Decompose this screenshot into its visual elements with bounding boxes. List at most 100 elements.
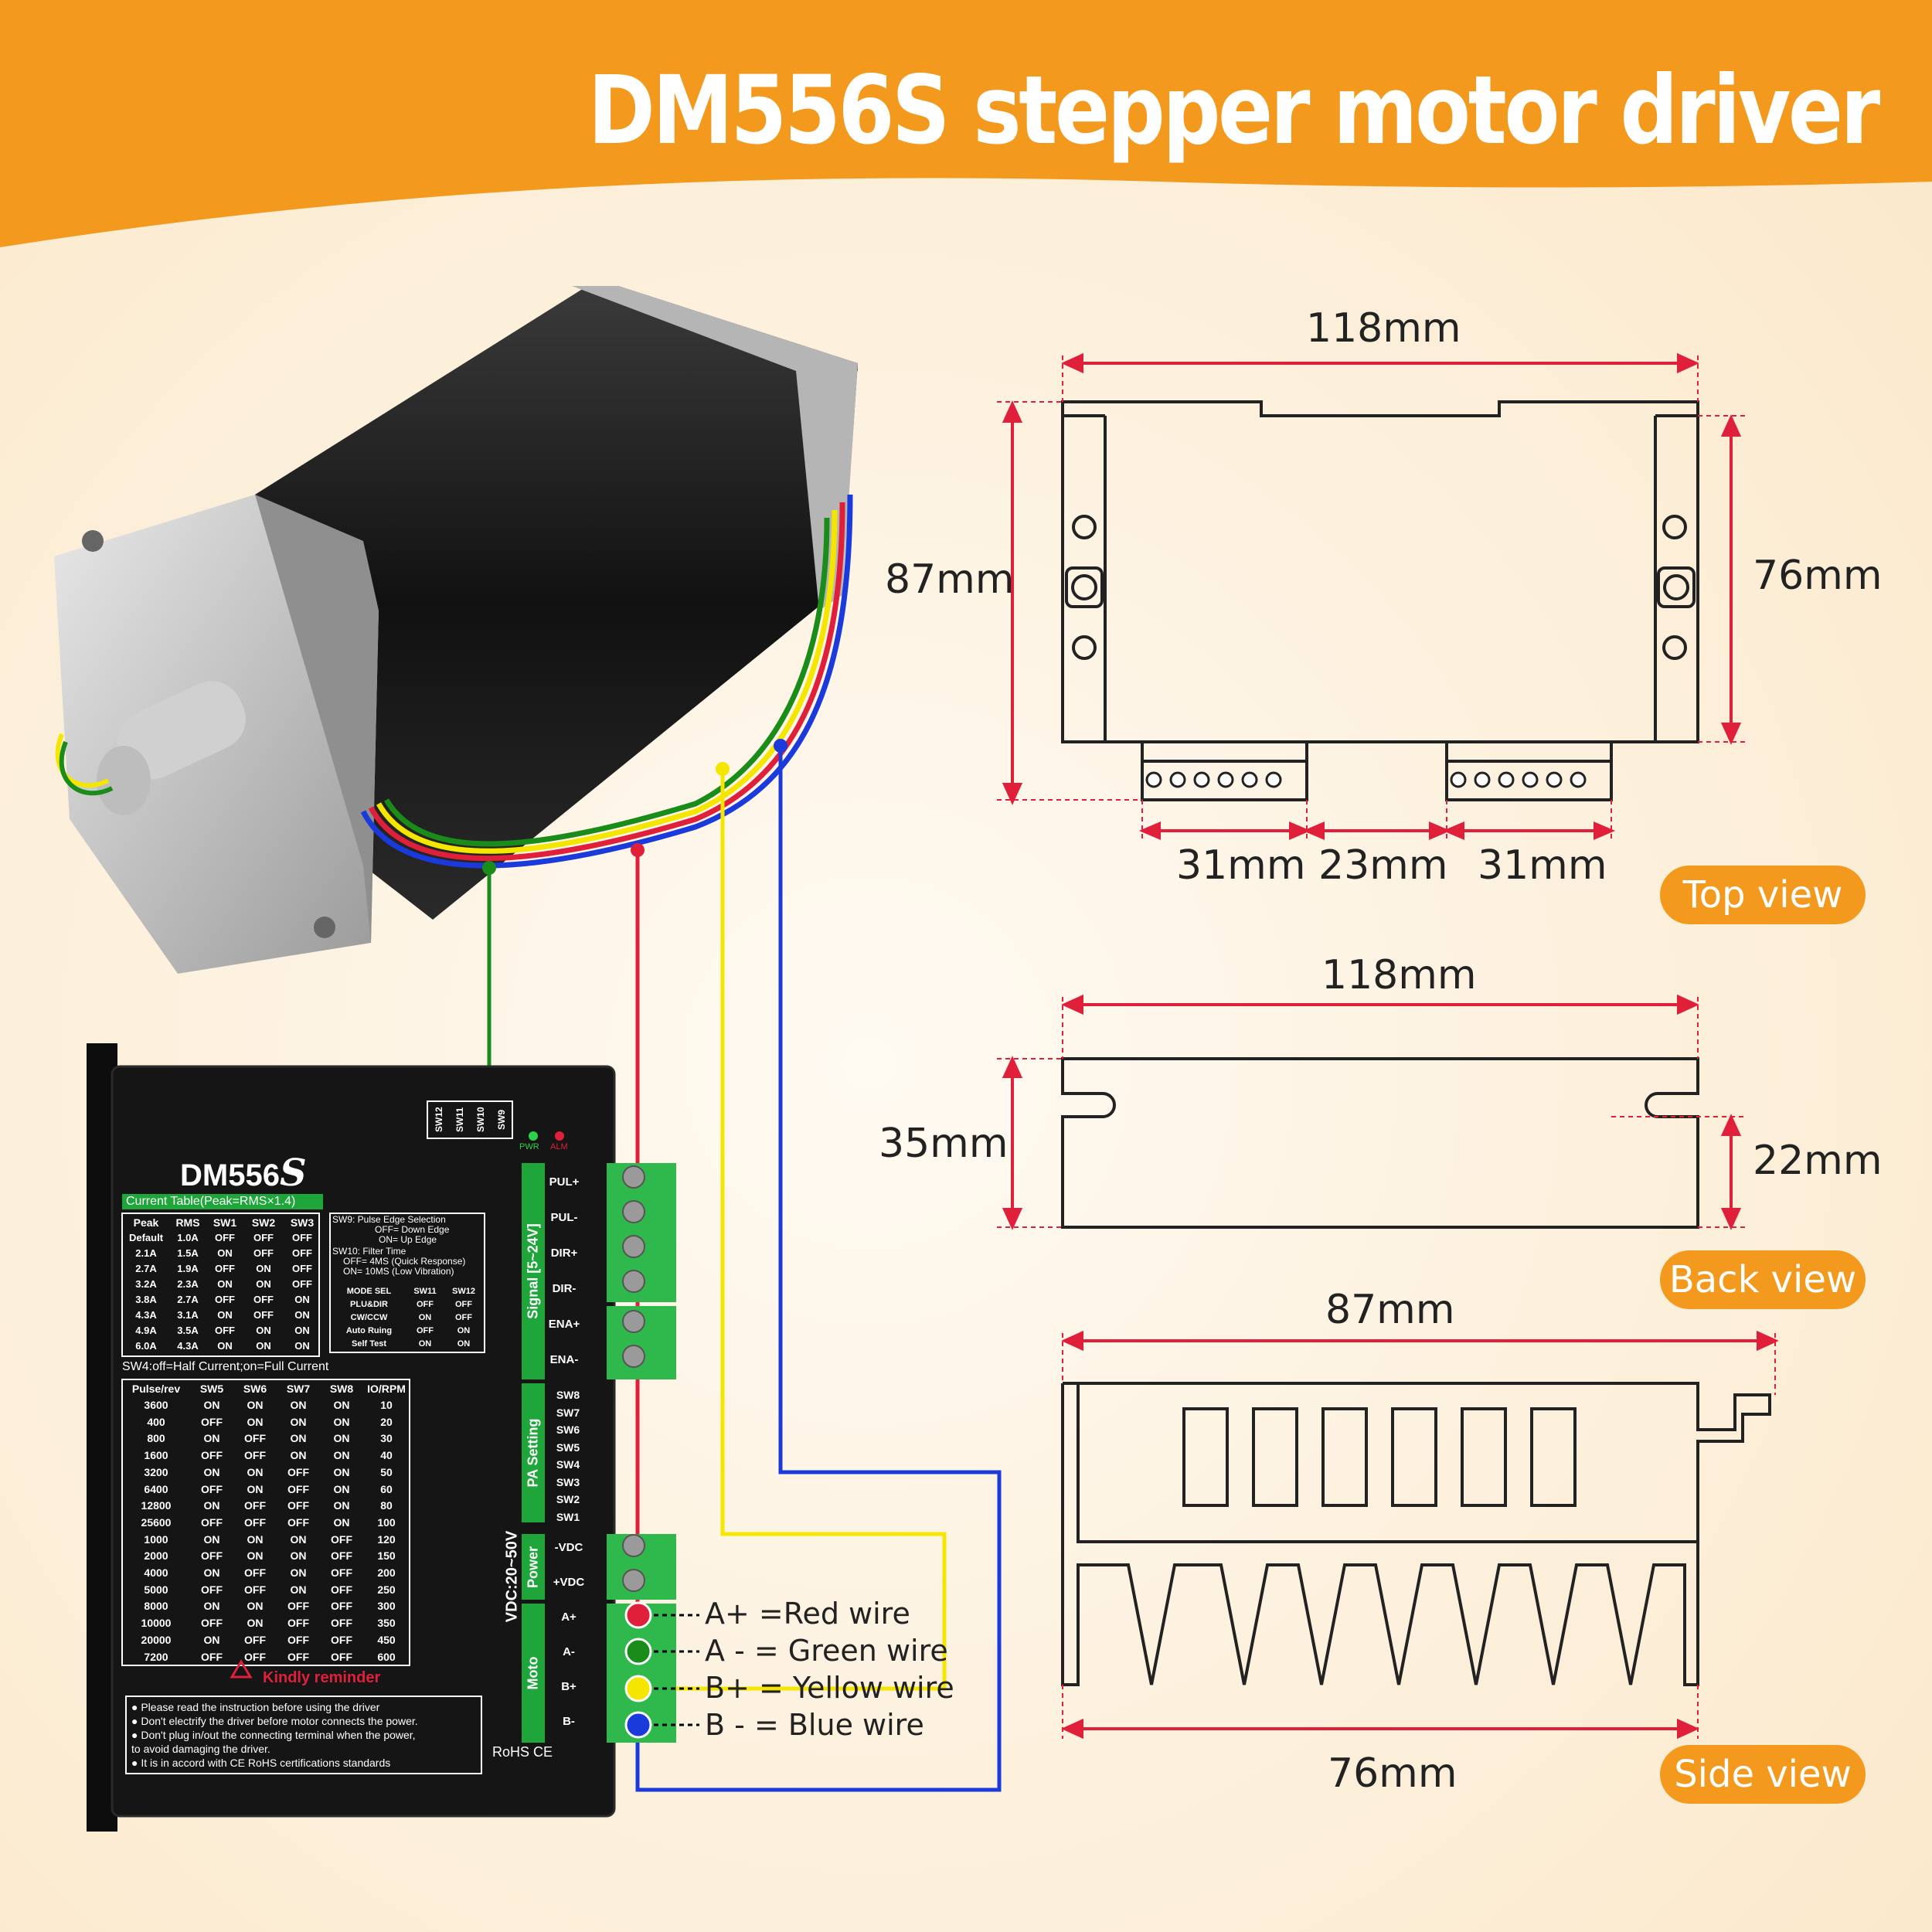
table-cell: ON <box>247 1532 264 1546</box>
table-cell: RMS <box>175 1216 200 1229</box>
table-cell: OFF <box>201 1650 223 1663</box>
table-cell: 2.7A <box>177 1294 199 1305</box>
table-cell: ON <box>333 1515 350 1529</box>
wire-label-b-minus: B - = Blue wire <box>705 1708 924 1742</box>
table-cell: ON <box>256 1263 271 1274</box>
table-cell: 400 <box>147 1415 165 1428</box>
table-cell: OFF <box>287 1499 309 1512</box>
table-cell: OFF <box>253 1309 274 1321</box>
table-cell: OFF <box>215 1325 235 1336</box>
table-cell: OFF <box>417 1326 434 1335</box>
table-cell: OFF <box>244 1432 266 1445</box>
table-cell: OFF <box>244 1633 266 1646</box>
table-cell: B+ <box>561 1680 577 1693</box>
table-cell: OFF <box>331 1549 352 1563</box>
table-cell: OFF <box>244 1515 266 1529</box>
table-cell: OFF <box>287 1633 309 1646</box>
stepper-motor-image <box>54 286 858 974</box>
table-cell: 100 <box>377 1515 396 1529</box>
table-cell: SW1 <box>213 1216 237 1229</box>
table-cell: OFF <box>287 1650 309 1663</box>
table-cell: 1.9A <box>177 1263 199 1274</box>
table-cell: Default <box>128 1232 164 1243</box>
table-cell: OFF <box>244 1499 266 1512</box>
top-view-badge: Top view <box>1660 866 1866 924</box>
table-cell: ON <box>418 1313 432 1322</box>
table-cell: 8000 <box>144 1600 168 1613</box>
table-cell: 6400 <box>144 1482 168 1495</box>
table-cell: ON <box>217 1247 233 1259</box>
table-cell: ON <box>256 1325 271 1336</box>
table-cell: OFF <box>253 1294 274 1305</box>
table-cell: PUL+ <box>549 1175 580 1189</box>
table-cell: 10000 <box>141 1617 172 1630</box>
table-cell: OFF <box>253 1247 274 1259</box>
table-cell: OFF <box>201 1449 223 1462</box>
top-view-inner-height-label: 76mm <box>1753 553 1883 599</box>
table-cell: 4.9A <box>135 1325 157 1336</box>
table-cell: OFF <box>287 1617 309 1630</box>
side-view-dimension-lines <box>1061 1330 1779 1740</box>
table-cell: SW6 <box>243 1383 267 1395</box>
back-view-badge: Back view <box>1660 1250 1866 1309</box>
table-cell: Self Test <box>351 1339 387 1349</box>
table-cell: DIR- <box>552 1282 577 1295</box>
table-cell: OFF <box>331 1617 352 1630</box>
table-cell: 3.2A <box>135 1278 157 1290</box>
page-title: DM556S stepper motor driver <box>587 56 1881 165</box>
table-cell: SW4 <box>556 1458 580 1471</box>
table-cell: 10 <box>380 1399 393 1411</box>
table-cell: ON <box>203 1499 220 1512</box>
table-cell: OFF <box>292 1232 312 1243</box>
table-cell: ON <box>217 1309 233 1321</box>
table-cell: ON <box>333 1432 350 1445</box>
wire-label-a-plus: A+ =Red wire <box>705 1597 910 1631</box>
back-view-slot-label: 22mm <box>1753 1138 1883 1184</box>
table-cell: 50 <box>380 1465 393 1478</box>
table-cell: SW11 <box>454 1107 465 1133</box>
table-cell: 60 <box>380 1482 393 1495</box>
back-view-height-label: 35mm <box>879 1121 1009 1167</box>
table-cell: Pulse/rev <box>131 1383 181 1395</box>
table-cell: OFF <box>287 1600 309 1613</box>
table-cell: 3.8A <box>135 1294 157 1305</box>
table-cell: SW3 <box>556 1475 580 1488</box>
table-cell: 5000 <box>144 1583 168 1596</box>
table-cell: ON <box>290 1566 307 1579</box>
table-cell: ON <box>256 1278 271 1290</box>
table-cell: OFF <box>292 1263 312 1274</box>
side-view-top-width-label: 87mm <box>1325 1287 1455 1333</box>
reminder-text: ● Please read the instruction before usi… <box>131 1701 418 1769</box>
power-label: Power <box>525 1546 541 1589</box>
table-cell: 20 <box>380 1415 393 1428</box>
table-cell: OFF <box>201 1415 223 1428</box>
table-cell: 600 <box>377 1650 396 1663</box>
top-view-height-label: 87mm <box>885 556 1015 603</box>
table-cell: OFF <box>244 1583 266 1596</box>
pa-setting-label: PA Setting <box>525 1418 541 1488</box>
table-cell: +VDC <box>553 1576 585 1589</box>
table-cell: 1000 <box>144 1532 168 1546</box>
reminder-title: Kindly reminder <box>263 1669 381 1686</box>
table-cell: 6.0A <box>135 1340 157 1352</box>
table-cell: SW6 <box>556 1423 580 1436</box>
table-cell: 20000 <box>141 1633 172 1646</box>
table-cell: SW3 <box>290 1216 315 1229</box>
table-cell: OFF <box>215 1294 235 1305</box>
table-cell: 350 <box>377 1617 396 1630</box>
table-cell: ON <box>247 1549 264 1563</box>
table-cell: OFF <box>331 1566 352 1579</box>
table-cell: ENA+ <box>548 1318 580 1331</box>
table-cell: 2.7A <box>135 1263 157 1274</box>
side-view-bottom-width-label: 76mm <box>1328 1750 1458 1797</box>
top-view-dimension-lines <box>1002 352 1742 841</box>
table-cell: SW12 <box>452 1287 475 1296</box>
table-cell: PLU&DIR <box>350 1300 388 1309</box>
table-cell: CW/CCW <box>350 1313 388 1322</box>
table-cell: PUL- <box>550 1211 578 1224</box>
table-cell: ON <box>418 1339 432 1349</box>
table-cell: DIR+ <box>550 1247 578 1260</box>
table-cell: 300 <box>377 1600 396 1613</box>
table-cell: OFF <box>287 1515 309 1529</box>
